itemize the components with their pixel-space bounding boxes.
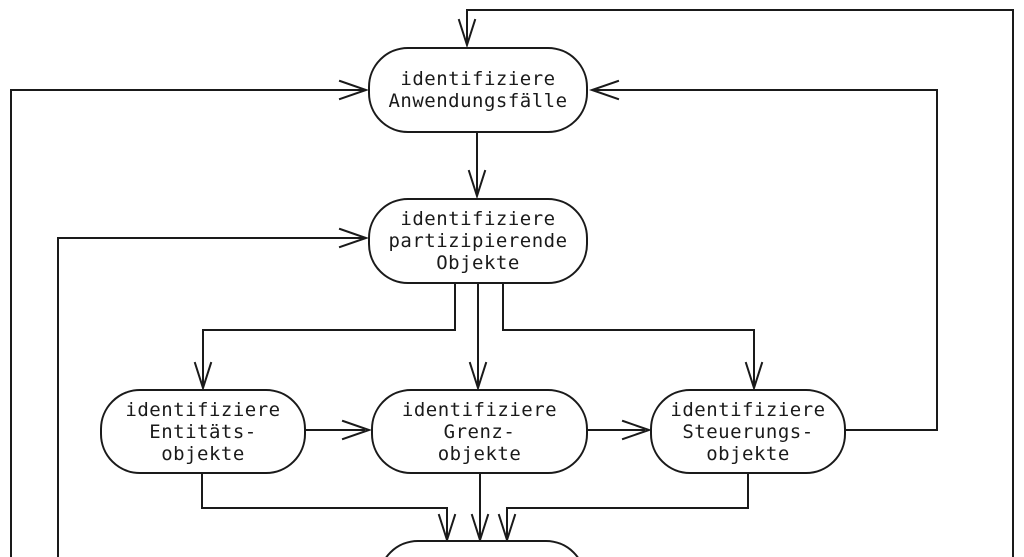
- node-identifiziere-steuerungsobjekte: identifiziere Steuerungs- objekte: [650, 389, 846, 474]
- edge-grenz-to-bottom-node: [470, 473, 490, 544]
- node-label: identifiziere partizipierende Objekte: [388, 208, 568, 274]
- node-label: identifiziere Steuerungs- objekte: [670, 398, 826, 465]
- node-label: identifiziere Grenz- objekte: [401, 398, 558, 465]
- edge-loop-to-anwendungsfaelle-top: [457, 9, 1014, 557]
- edge-partizipierende-to-entitaets: [193, 283, 456, 392]
- edge-left-outer-to-anwendungsfaelle: [10, 79, 370, 557]
- node-bottom-partial: [378, 540, 586, 557]
- node-identifiziere-entitaetsobjekte: identifiziere Entitäts- objekte: [100, 389, 306, 474]
- edge-anwendungsfaelle-to-partizipierende: [467, 133, 487, 200]
- edge-entitaets-to-grenz: [305, 419, 373, 441]
- edge-steuerungs-to-bottom-node: [497, 473, 749, 544]
- edge-grenz-to-steuerungs: [587, 419, 653, 441]
- edge-entitaets-to-bottom-node: [201, 473, 457, 544]
- node-label: identifiziere Entitäts- objekte: [125, 398, 281, 465]
- node-identifiziere-anwendungsfaelle: identifiziere Anwendungsfälle: [368, 47, 588, 133]
- edge-left-inner-to-partizipierende: [57, 227, 370, 557]
- node-identifiziere-grenzobjekte: identifiziere Grenz- objekte: [371, 389, 588, 474]
- edge-steuerungs-to-anwendungsfaelle: [588, 79, 938, 431]
- edge-partizipierende-to-steuerungs: [502, 283, 764, 392]
- node-label: identifiziere Anwendungsfälle: [388, 68, 568, 112]
- edge-partizipierende-to-grenz: [468, 283, 488, 392]
- node-identifiziere-partizipierende-objekte: identifiziere partizipierende Objekte: [368, 198, 588, 284]
